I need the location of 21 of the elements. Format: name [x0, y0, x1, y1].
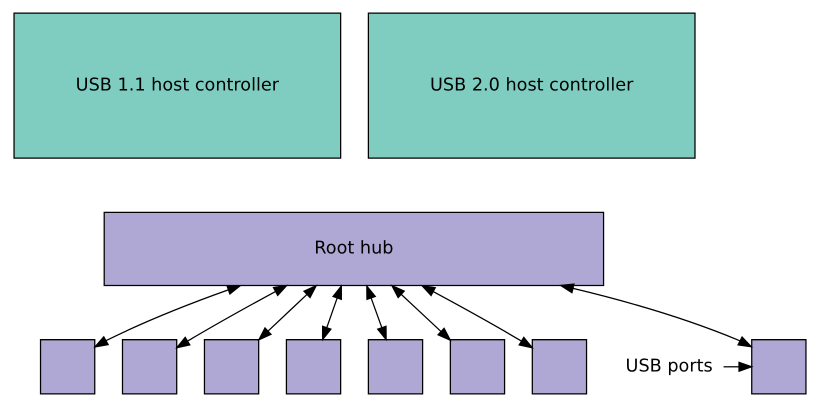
arrow	[93, 285, 242, 348]
arrow	[558, 283, 753, 348]
node-box: Root hub	[104, 212, 604, 286]
arrow	[257, 284, 318, 342]
node-box	[286, 339, 342, 395]
node-box	[368, 339, 424, 395]
arrow	[322, 284, 342, 342]
node-box	[122, 339, 178, 395]
arrow	[366, 284, 387, 342]
arrow	[724, 362, 754, 372]
node-box: USB 1.1 host controller	[13, 12, 342, 159]
node-box	[450, 339, 506, 395]
arrow	[420, 284, 534, 349]
node-text: USB ports	[626, 356, 713, 376]
node-box	[751, 339, 807, 395]
node-box: USB 2.0 host controller	[368, 12, 696, 159]
node-box	[204, 339, 260, 395]
node-box	[532, 339, 588, 395]
arrow	[390, 284, 452, 342]
node-box	[40, 339, 96, 395]
arrow	[175, 284, 288, 349]
